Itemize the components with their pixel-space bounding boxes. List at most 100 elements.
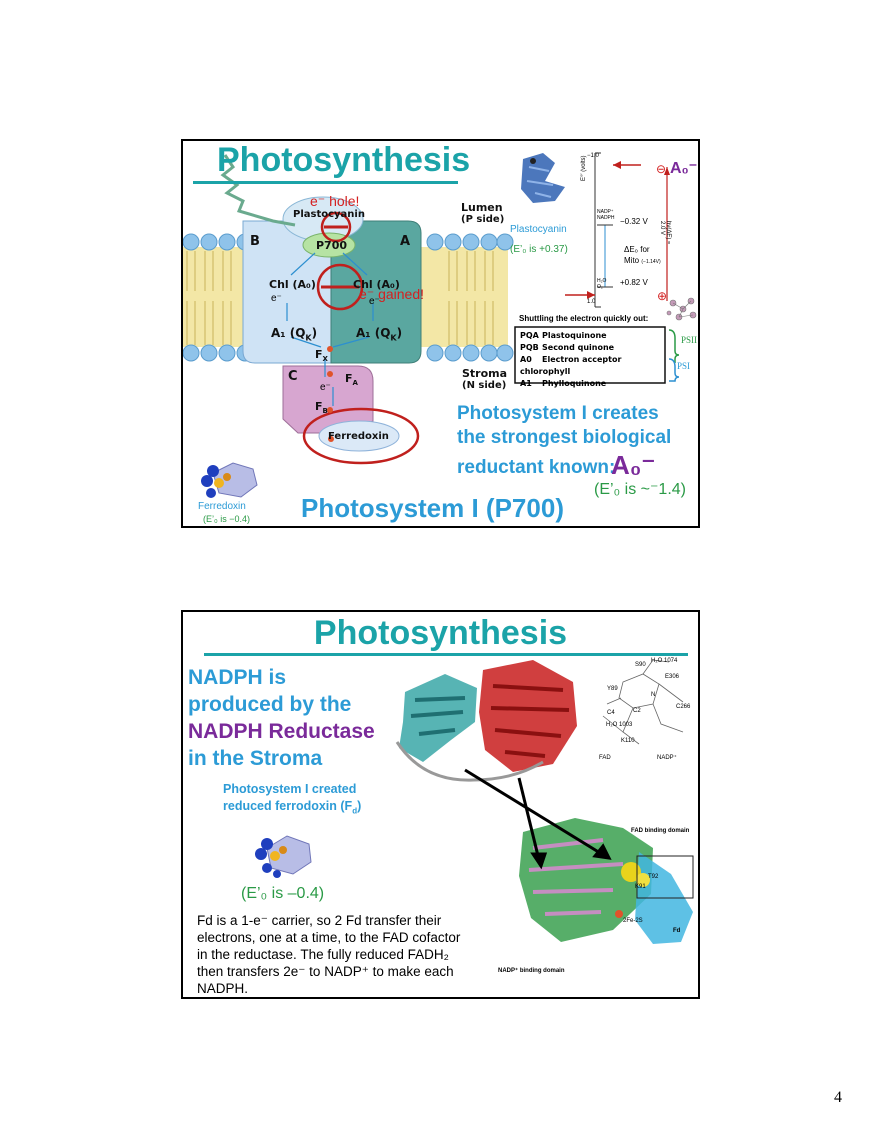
residue-label: S90 — [635, 662, 646, 668]
fad-domain-label: FAD binding domain — [631, 828, 690, 834]
fa-label: FA — [345, 372, 358, 388]
energy-nadp: NADP⁺ — [597, 209, 614, 215]
psi-a0-symbol: A₀⁻ — [611, 450, 656, 480]
slide-nadph-reductase: Photosynthesis NADPH is produced by the … — [181, 610, 700, 999]
page-number: 4 — [834, 1089, 842, 1106]
ferredoxin-box-label: Ferredoxin — [328, 431, 389, 442]
psii-tag: PSII — [681, 335, 698, 345]
energy-mito: Mito (−1.14V) — [624, 256, 661, 265]
nadph-line3: NADPH Reductase — [188, 720, 375, 743]
plastocyanin-label: Plastocyanin — [293, 209, 365, 220]
residue-label: C266 — [676, 704, 691, 710]
fd-potential: (E’₀ is –0.4) — [241, 885, 325, 902]
ferredoxin-structure-image — [201, 462, 258, 498]
fd-structure-label: Fd — [673, 928, 681, 934]
light-wave — [220, 154, 296, 227]
residue-label: Y89 — [607, 686, 618, 692]
residue-label: K110 — [621, 738, 635, 744]
hole-circle — [320, 211, 352, 243]
electron-mid: e⁻ — [320, 382, 331, 393]
ferredoxin-highlight-circle — [302, 407, 420, 465]
photosystem-i-title: Photosystem I (P700) — [301, 493, 564, 523]
subunit-b-label: B — [250, 234, 260, 249]
energy-right-axis: hν(ΔE) ≈ 2.0 V — [659, 221, 671, 245]
minus-sign-icon: ⊖ — [656, 162, 667, 176]
nadp-domain-label: NADP⁺ binding domain — [498, 968, 565, 974]
energy-h2o: H₂O — [597, 278, 607, 284]
subunit-c-label: C — [288, 369, 298, 384]
slide-photosystem-i: Photosynthesis e⁻ hole! Plastocyanin P70… — [181, 139, 700, 528]
residue-label: T92 — [648, 874, 659, 880]
chl-left-label: Chl (A₀) — [269, 278, 316, 291]
energy-nadph: NADPH — [597, 215, 615, 221]
fd-explanation-paragraph: Fd is a 1-e⁻ carrier, so 2 Fd transfer t… — [197, 913, 461, 996]
fd-fnr-complex-image — [395, 660, 577, 782]
subunit-a — [330, 220, 422, 364]
photosystem-diagram — [183, 152, 697, 498]
electron-right: e⁻ — [369, 296, 380, 307]
residue-label: K91 — [635, 884, 646, 890]
fx-label: FX — [315, 348, 328, 364]
psi-tag: PSI — [677, 361, 691, 371]
stroma-side: (N side) — [462, 380, 507, 391]
residue-label: N — [651, 692, 656, 698]
energy-minus032: −0.32 V — [620, 217, 648, 226]
energy-diagram — [565, 152, 670, 308]
plastocyanin-potential: (E’₀ is +0.37) — [510, 244, 568, 255]
residue-label: C4 — [607, 710, 615, 716]
nadph-line1: NADPH is — [188, 666, 287, 689]
ferredoxin-structure-image — [255, 835, 312, 878]
residue-label: FAD — [599, 755, 611, 761]
subunit-a-label: A — [400, 234, 411, 249]
residue-label: 2Fe-2S — [623, 918, 643, 924]
psi-line3: reductant known: — [457, 457, 616, 478]
psi-line2: the strongest biological — [457, 427, 672, 448]
fb-label: FB — [315, 400, 328, 416]
title-underline — [193, 181, 458, 184]
residue-label: C2 — [633, 708, 641, 714]
electron-left: e⁻ — [271, 293, 282, 304]
active-site-sketch — [602, 659, 684, 745]
slide2-title: Photosynthesis — [313, 614, 568, 652]
ferredoxin-potential: (E’₀ is −0.4) — [203, 514, 250, 524]
nadph-line2: produced by the — [188, 693, 352, 716]
a1-left-label: A₁ (QK) — [271, 326, 318, 343]
plus-sign-icon: ⊕ — [657, 289, 668, 303]
chl-right-label: Chl (A₀) — [353, 278, 400, 291]
stroma-label: Stroma — [462, 367, 508, 380]
shuttle-title: Shuttling the electron quickly out: — [519, 314, 649, 323]
reductase-figure — [255, 659, 694, 944]
p700-label: P700 — [316, 239, 348, 252]
shuttle-table-box — [514, 326, 666, 384]
energy-plus082: +0.82 V — [620, 278, 648, 287]
title-underline — [204, 653, 688, 656]
residue-label: NADP⁺ — [657, 755, 677, 761]
molecule-sketch — [666, 297, 697, 321]
lumen-label: Lumen — [461, 201, 503, 214]
created-line2: reduced ferrodoxin (Fd) — [223, 799, 362, 816]
energy-bottom-tick: 1.0 — [587, 299, 596, 305]
energy-axis-label: E°′ (volts) — [581, 155, 587, 181]
gained-circle — [316, 263, 364, 311]
residue-label: E306 — [665, 674, 680, 680]
residue-label: H₂O 1003 — [606, 722, 633, 728]
hole-label: e⁻ hole! — [310, 193, 360, 209]
nadph-line4: in the Stroma — [188, 747, 323, 770]
energy-delta: ΔE₀ for — [624, 245, 650, 254]
a1-right-label: A₁ (QK) — [356, 326, 403, 343]
ferredoxin-blob — [318, 420, 400, 452]
residue-label: H₂O 1074 — [651, 658, 678, 664]
ferredoxin-caption: Ferredoxin — [198, 501, 246, 512]
energy-top-tick: −1.0 — [587, 153, 599, 159]
energy-o2: O₂ — [597, 284, 603, 290]
psi-line1: Photosystem I creates — [457, 403, 659, 424]
a0-symbol-top: A₀⁻ — [670, 160, 698, 177]
plastocyanin-structure-image — [521, 153, 565, 203]
plastocyanin-caption: Plastocyanin — [510, 224, 567, 235]
lumen-side: (P side) — [461, 214, 505, 225]
